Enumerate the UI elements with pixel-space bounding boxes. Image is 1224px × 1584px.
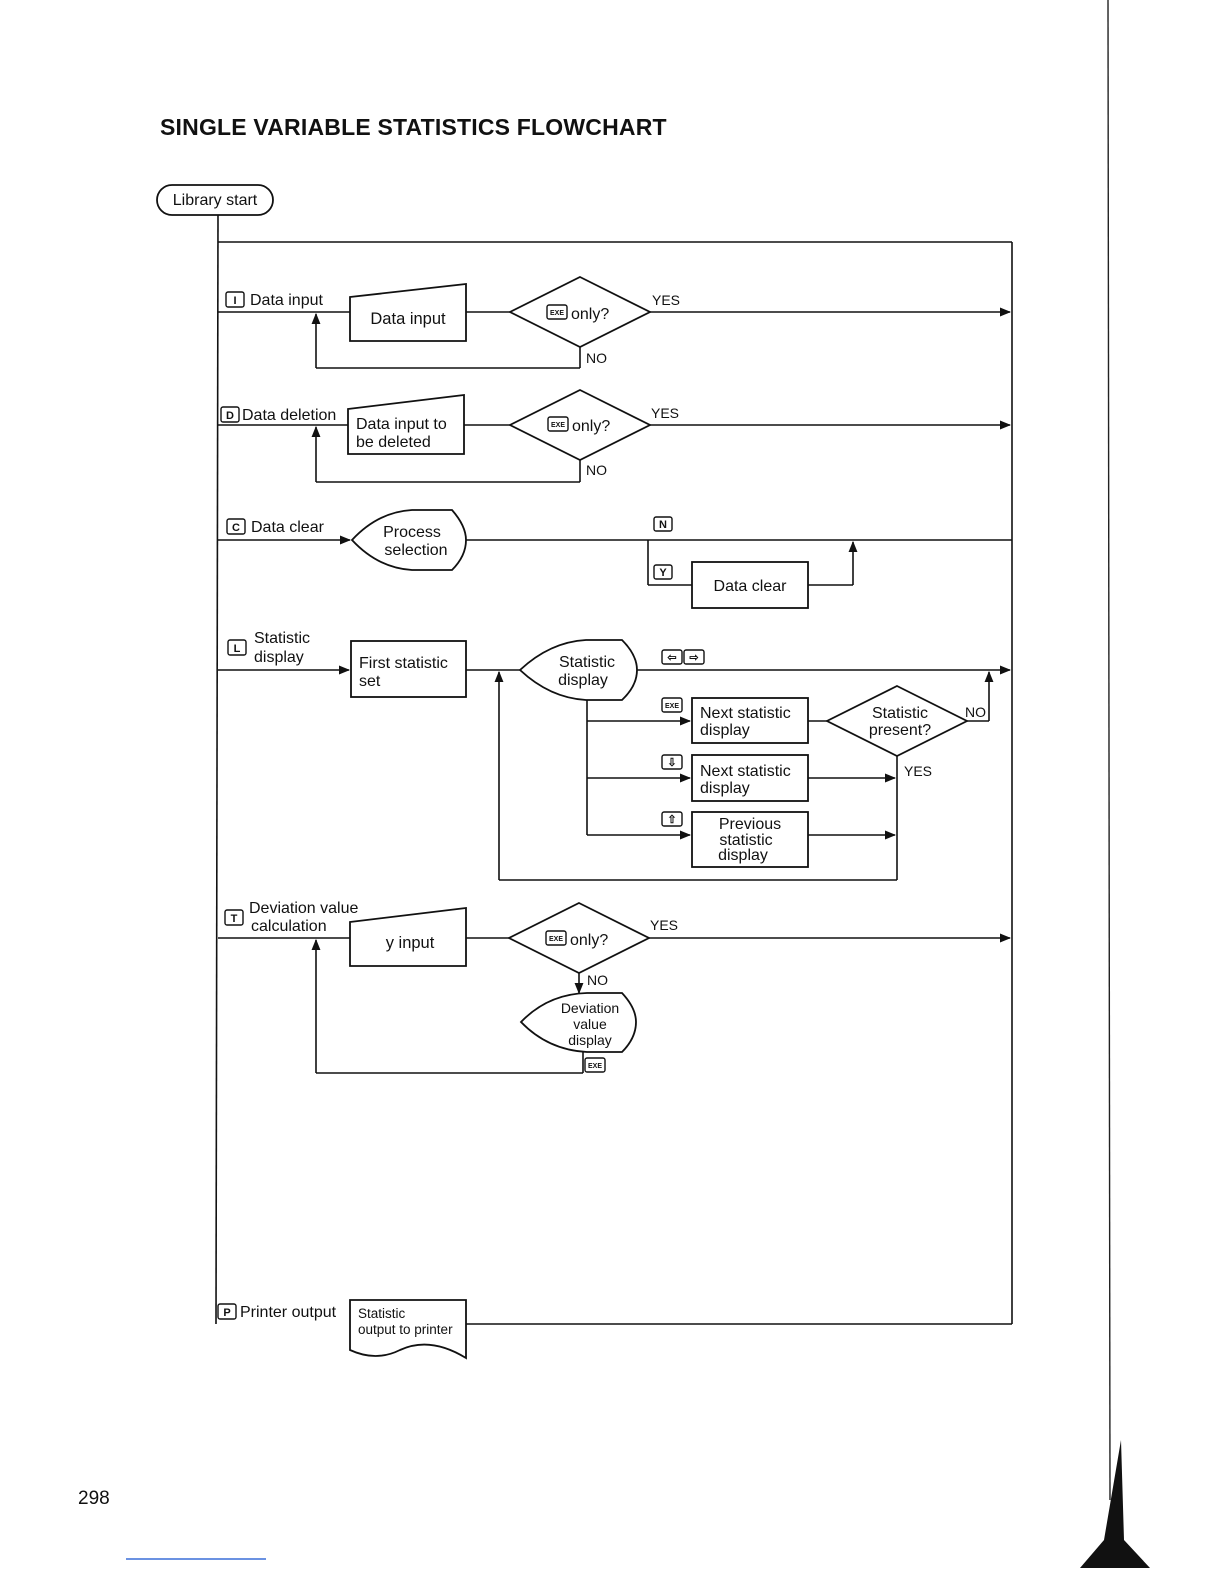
printer-document-l1: Statistic: [358, 1306, 406, 1321]
data-clear-box: [691, 561, 809, 609]
key-up-arrow-text: ⇧: [667, 814, 676, 826]
key-t: [224, 909, 244, 926]
next-statistic-1-l1: Next statistic: [700, 705, 791, 722]
deviation-display-l1: Deviation: [561, 1000, 619, 1016]
previous-statistic-l1: Previous: [719, 816, 781, 833]
data-delete-box-l1: Data input to: [356, 416, 447, 433]
next-statistic-2-l2: display: [700, 780, 750, 797]
next-statistic-box-2: [691, 754, 809, 802]
previous-statistic-box: [691, 811, 809, 868]
key-p-text: P: [223, 1307, 230, 1319]
first-statistic-l1: First statistic: [359, 655, 448, 672]
deviation-label-l2: calculation: [251, 918, 327, 935]
previous-statistic-l2: statistic: [719, 832, 772, 849]
statistic-present-l2: present?: [869, 722, 931, 739]
exe-key-d1-text: EXE: [550, 310, 564, 317]
exe-key-d2: [547, 416, 569, 432]
yes-label-present: YES: [904, 763, 932, 779]
key-up-arrow: [661, 811, 683, 827]
first-statistic-box: [350, 640, 467, 698]
deviation-label-l1: Deviation value: [249, 900, 359, 917]
printer-document-l2: output to printer: [358, 1322, 453, 1337]
key-right-arrow-text: ⇨: [689, 652, 699, 664]
printer-document-shape: [349, 1299, 467, 1360]
exe-only-d3-text: only?: [570, 932, 608, 949]
page-edge-line: [1107, 0, 1111, 1501]
exe-only-d2-text: only?: [572, 418, 610, 435]
key-left-arrow: [661, 649, 683, 665]
key-i: [225, 291, 245, 308]
exe-key-d3-text: EXE: [549, 936, 563, 943]
key-l: [227, 639, 247, 656]
no-label-1: NO: [586, 350, 607, 366]
y-input-box: [349, 906, 467, 967]
exe-key-d2-text: EXE: [551, 422, 565, 429]
printer-output-label: Printer output: [240, 1304, 337, 1321]
key-c-text: C: [232, 522, 240, 534]
data-delete-box: [347, 393, 465, 455]
next-statistic-box-1: [691, 697, 809, 744]
exe-key-d3: [545, 930, 567, 946]
data-input-box: [349, 282, 467, 342]
statistic-display-label-l1: Statistic: [254, 630, 310, 647]
no-label-3: NO: [587, 972, 608, 988]
data-clear-label: Data clear: [251, 519, 325, 536]
trunk-line: [215, 214, 219, 1325]
key-i-text: I: [233, 295, 236, 307]
key-c: [226, 518, 246, 535]
y-input-box-text: y input: [386, 934, 435, 952]
statistic-display-l2: display: [558, 672, 608, 689]
no-label-present: NO: [965, 704, 986, 720]
library-start-terminal: [156, 184, 274, 216]
key-l-text: L: [234, 643, 241, 655]
data-clear-box-text: Data clear: [714, 578, 788, 595]
data-delete-box-l2: be deleted: [356, 434, 431, 451]
key-d-text: D: [226, 410, 234, 422]
deviation-display-l2: value: [573, 1016, 607, 1032]
key-p: [217, 1303, 237, 1320]
exe-key-deviation: [584, 1057, 606, 1073]
yes-label-3: YES: [650, 917, 678, 933]
key-exe-branch-text: EXE: [665, 703, 679, 710]
statistic-present-l1: Statistic: [872, 705, 928, 722]
no-label-2: NO: [586, 462, 607, 478]
deviation-display-l3: display: [568, 1032, 612, 1048]
statistic-display-l1: Statistic: [559, 654, 615, 671]
exe-key-deviation-text: EXE: [588, 1063, 602, 1070]
yes-label-1: YES: [652, 292, 680, 308]
process-selection-l1: Process: [383, 524, 441, 541]
previous-statistic-l3: display: [718, 847, 768, 864]
page-title: SINGLE VARIABLE STATISTICS FLOWCHART: [160, 114, 667, 140]
key-left-arrow-text: ⇦: [666, 652, 676, 664]
next-statistic-2-l1: Next statistic: [700, 763, 791, 780]
key-down-arrow: [661, 754, 683, 770]
key-down-arrow-text: ⇩: [667, 757, 676, 769]
key-n-text: N: [659, 519, 667, 531]
yes-label-2: YES: [651, 405, 679, 421]
key-right-arrow: [683, 649, 705, 665]
key-exe-branch: [661, 697, 683, 713]
library-start-text: Library start: [173, 192, 258, 209]
first-statistic-l2: set: [359, 673, 381, 690]
page-number: 298: [78, 1488, 110, 1509]
next-statistic-1-l2: display: [700, 722, 750, 739]
exe-key-d1: [546, 304, 568, 320]
key-y: [653, 564, 673, 580]
page-edge-spike: [1080, 1440, 1150, 1568]
key-t-text: T: [231, 913, 238, 925]
key-d: [220, 406, 240, 423]
statistic-display-label-l2: display: [254, 649, 304, 666]
data-input-box-text: Data input: [370, 310, 446, 328]
exe-only-d1-text: only?: [571, 306, 609, 323]
key-n: [653, 516, 673, 532]
process-selection-l2: selection: [384, 542, 447, 559]
data-input-label: Data input: [250, 292, 323, 309]
data-deletion-label: Data deletion: [242, 407, 336, 424]
key-y-text: Y: [659, 567, 667, 579]
deviation-display-shape: [519, 992, 637, 1053]
